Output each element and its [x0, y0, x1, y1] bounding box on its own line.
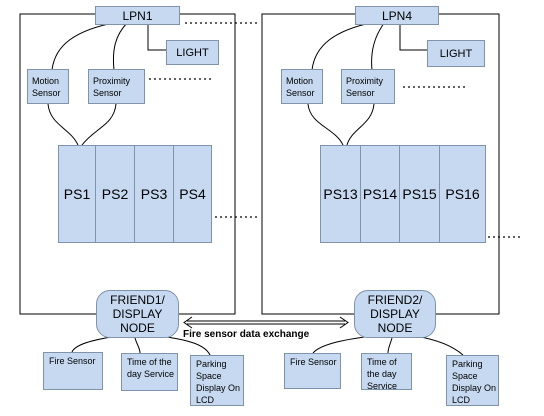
right-time-service: Time of the day Service [361, 353, 412, 390]
proximity-ps-link-right [346, 103, 375, 146]
right-fire-sensor: Fire Sensor [284, 353, 341, 389]
parking-space: PS2 [95, 145, 135, 243]
node1-fire-link [71, 335, 119, 353]
lpn1-node: LPN1 [95, 6, 180, 25]
right-enclosure-right [436, 13, 500, 315]
lpn4-proximity-link [371, 21, 386, 71]
right-enclosure-left [261, 13, 355, 315]
node2-display-link [414, 335, 464, 356]
left-enclosure-right [178, 13, 236, 315]
left-fire-sensor: Fire Sensor [43, 352, 103, 390]
fire-exchange-label: Fire sensor data exchange [183, 329, 310, 340]
left-time-service: Time of the day Service [121, 353, 178, 391]
left-light: LIGHT [166, 40, 219, 65]
node-label-line: NODE [120, 321, 155, 335]
parking-space: PS4 [173, 145, 212, 243]
parking-space: PS14 [360, 145, 400, 243]
lpn4-light-link [399, 22, 428, 51]
node-label-line: NODE [377, 321, 413, 335]
fire-exchange-arrow [183, 316, 349, 329]
lpn4-node: LPN4 [355, 6, 439, 25]
parking-space: PS15 [399, 145, 440, 243]
friend2-display-node: FRIEND2/ DISPLAY NODE [354, 290, 436, 338]
friend1-display-node: FRIEND1/ DISPLAY NODE [96, 290, 179, 338]
motion-ps-link-right [307, 103, 344, 146]
left-proximity-sensor: Proximity Sensor [88, 69, 145, 104]
parking-space: PS3 [134, 145, 174, 243]
lpn1-proximity-link [112, 21, 129, 71]
right-proximity-sensor: Proximity Sensor [341, 69, 395, 104]
lpn1-motion-link [51, 21, 119, 71]
proximity-ps-link [81, 103, 117, 146]
left-enclosure-left [19, 13, 96, 315]
right-parking-display: Parking Space Display On LCD [446, 355, 499, 406]
parking-space: PS13 [320, 145, 361, 243]
parking-space: PS16 [439, 145, 486, 243]
node-label-line: DISPLAY [112, 307, 163, 321]
motion-ps-link [47, 103, 79, 146]
node-label-line: FRIEND1/ [110, 293, 165, 307]
left-motion-sensor: Motion Sensor [27, 69, 69, 104]
left-parking-display: Parking Space Display On LCD [190, 355, 244, 406]
node1-time-link [134, 337, 141, 354]
parking-space: PS1 [58, 145, 96, 243]
right-motion-sensor: Motion Sensor [281, 69, 323, 104]
node2-fire-link [312, 335, 373, 354]
node-label-line: FRIEND2/ [367, 293, 423, 307]
node-label-line: DISPLAY [370, 307, 420, 321]
lpn1-light-link [147, 22, 167, 51]
node2-time-link [387, 337, 393, 354]
right-light: LIGHT [427, 40, 485, 67]
lpn4-motion-link [311, 21, 376, 71]
